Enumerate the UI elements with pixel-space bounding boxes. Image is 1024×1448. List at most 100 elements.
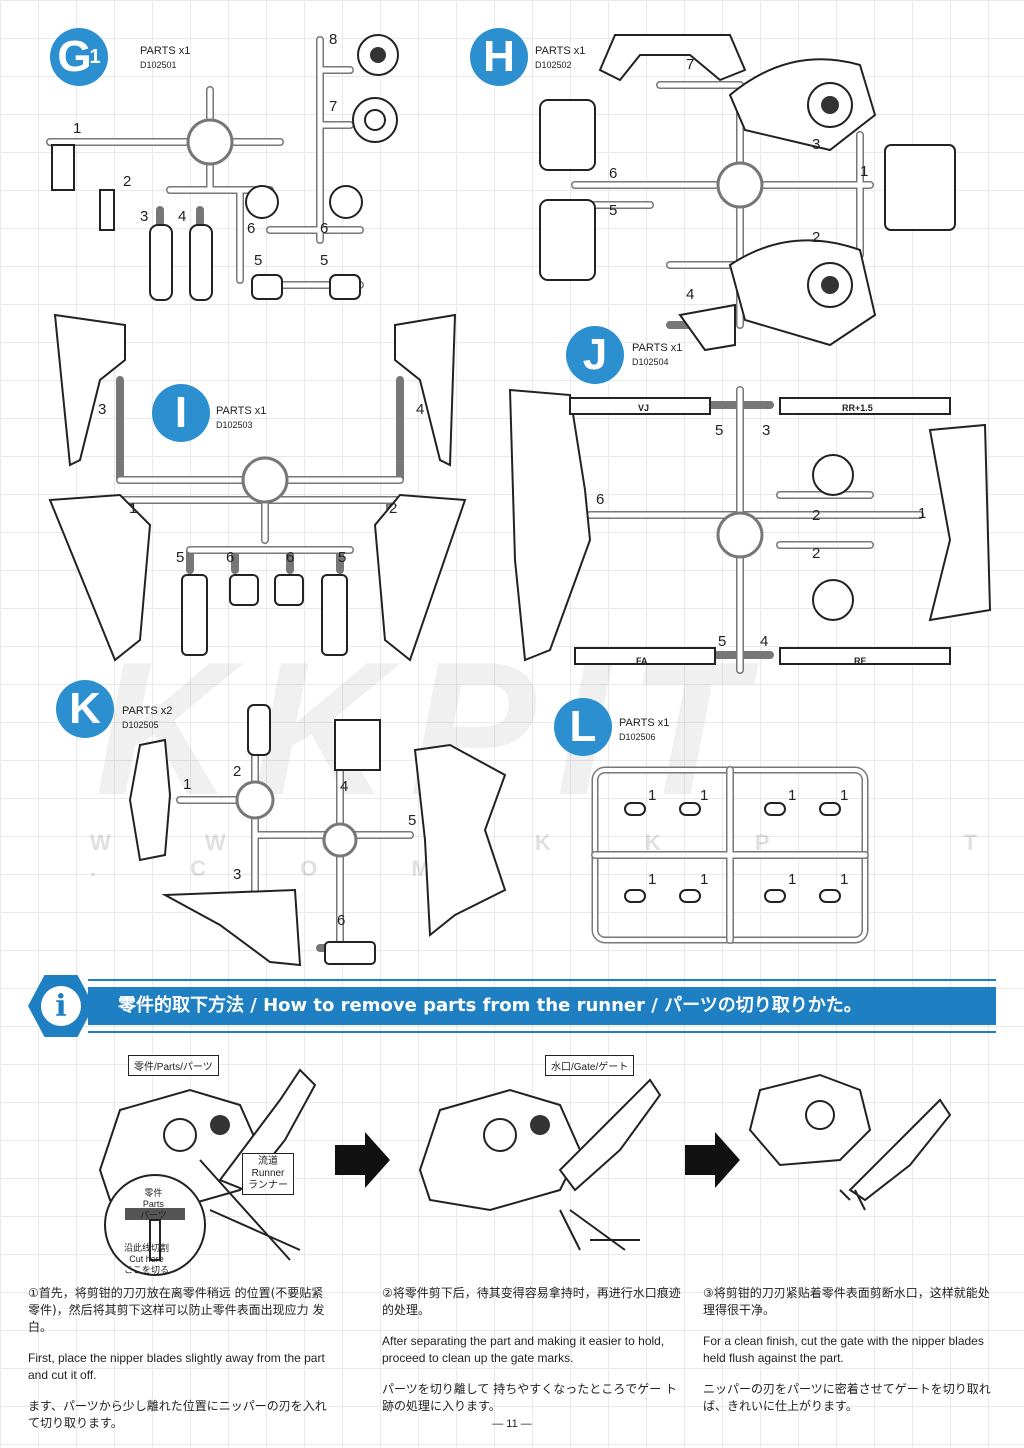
part-number: 5: [176, 549, 185, 566]
callout-runner-line: ランナー: [248, 1180, 288, 1191]
part-j-5b: [574, 647, 716, 665]
step-1-en: First, place the nipper blades slightly …: [28, 1351, 325, 1382]
part-k-6: [324, 941, 376, 965]
part-j-5a: [569, 397, 711, 415]
callout-cut-line: Parts: [142, 1199, 164, 1209]
part-j-2b: [812, 579, 854, 621]
page-number: — 11 —: [492, 1418, 532, 1430]
part-g1-5a: [251, 274, 283, 300]
part-number: 1: [788, 871, 797, 888]
parts-info-g1: PARTS x1 D102501: [140, 44, 190, 72]
part-j-4: [779, 647, 951, 665]
part-i-6a: [229, 574, 259, 606]
parts-count: PARTS x1: [140, 45, 191, 57]
part-number: 6: [609, 165, 618, 182]
part-l-1e: [624, 889, 646, 903]
part-code: D102501: [140, 60, 177, 70]
runner-diagram-h: [539, 34, 956, 352]
info-icon: i: [28, 975, 94, 1037]
part-h-6: [539, 99, 596, 171]
part-k-1: [128, 738, 172, 862]
runner-diagram-j: [508, 386, 992, 674]
title-stripe: [88, 987, 996, 1025]
part-number: 1: [73, 120, 82, 137]
step-1-zh: ①首先，将剪钳的刀刃放在离零件稍远 的位置(不要贴紧零件)，然后将其剪下这样可以…: [28, 1286, 325, 1334]
part-i-5a: [181, 574, 208, 656]
step-2-en: After separating the part and making it …: [382, 1334, 665, 1365]
part-code: D102505: [122, 720, 159, 730]
part-l-1c: [764, 802, 786, 816]
part-number: 5: [338, 549, 347, 566]
part-number: 6: [320, 220, 329, 237]
part-number: 6: [247, 220, 256, 237]
part-number: 1: [129, 500, 138, 517]
part-l-1a: [624, 802, 646, 816]
part-number: 3: [812, 136, 821, 153]
part-h-7: [598, 34, 747, 82]
part-number: 1: [648, 871, 657, 888]
part-j-3: [779, 397, 951, 415]
part-l-1b: [679, 802, 701, 816]
part-g1-1: [51, 144, 75, 191]
parts-info-k: PARTS x2 D102505: [122, 704, 172, 732]
how-to-title: 零件的取下方法 / How to remove parts from the r…: [118, 995, 862, 1016]
part-number: 4: [340, 778, 349, 795]
part-number: 1: [648, 787, 657, 804]
part-i-4: [394, 313, 457, 467]
section-badge-i: I: [152, 384, 210, 442]
part-i-6b: [274, 574, 304, 606]
part-l-1h: [819, 889, 841, 903]
callout-cut-here-line: ここを切る: [124, 1265, 170, 1275]
watermark-url: W W W . K K P I T . C O M: [90, 830, 1021, 881]
step-3-ja: ニッパーの刃をパーツに密着させてゲートを切り取れば、きれいに仕上がります。: [703, 1382, 991, 1413]
part-h-2: [728, 239, 877, 347]
step-3: ③将剪钳的刀刃紧贴着零件表面剪断水口，这样就能处理得很干净。 For a cle…: [703, 1285, 993, 1429]
runner-label: RR+1.5: [842, 403, 873, 413]
part-h-3: [728, 58, 877, 152]
callout-parts: 零件/Parts/パーツ: [128, 1055, 219, 1076]
step-2-ja: パーツを切り離して 持ちやすくなったところでゲー ト跡の処理に入ります。: [382, 1382, 678, 1413]
divider: [88, 979, 996, 981]
part-g1-8: [357, 34, 399, 76]
how-to-illustrations: [98, 1068, 952, 1276]
part-number: 5: [254, 252, 263, 269]
part-number: 2: [812, 545, 821, 562]
callout-cut-here: 沿此线切割 Cut here ここを切る: [124, 1243, 169, 1276]
part-l-1d: [819, 802, 841, 816]
part-j-2a: [812, 454, 854, 496]
runner-label: RF: [854, 656, 866, 666]
parts-info-h: PARTS x1 D102502: [535, 44, 585, 72]
part-g1-3: [149, 224, 173, 301]
part-i-2: [373, 493, 467, 662]
part-number: 7: [329, 98, 338, 115]
step-3-en: For a clean finish, cut the gate with th…: [703, 1334, 984, 1365]
runner-diagram-k: [128, 704, 507, 967]
part-h-4: [678, 303, 736, 352]
part-number: 1: [840, 871, 849, 888]
part-g1-6a: [245, 185, 279, 219]
part-number: 2: [389, 500, 398, 517]
part-number: 2: [233, 763, 242, 780]
part-number: 6: [286, 549, 295, 566]
callout-runner-line: Runner: [251, 1168, 285, 1179]
part-number: 4: [760, 633, 769, 650]
part-l-1g: [764, 889, 786, 903]
parts-count: PARTS x1: [535, 45, 586, 57]
part-number: 5: [715, 422, 724, 439]
part-code: D102506: [619, 732, 656, 742]
parts-info-i: PARTS x1 D102503: [216, 404, 266, 432]
part-number: 1: [918, 505, 927, 522]
callout-cut-here-line: Cut here: [129, 1254, 164, 1264]
part-g1-4: [189, 224, 213, 301]
part-number: 1: [183, 776, 192, 793]
part-i-3: [53, 313, 126, 467]
part-h-1: [884, 144, 956, 231]
part-number: 1: [700, 871, 709, 888]
part-k-2: [247, 704, 271, 756]
parts-count: PARTS x1: [632, 342, 683, 354]
part-number: 5: [609, 202, 618, 219]
part-number: 1: [860, 163, 869, 180]
part-number: 4: [178, 208, 187, 225]
runner-diagram-l: [591, 766, 869, 944]
